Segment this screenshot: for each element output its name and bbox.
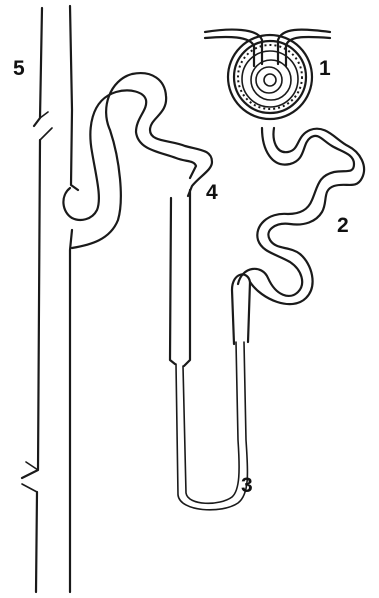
label-collecting-duct: 5 <box>13 58 25 79</box>
collecting-duct <box>22 6 78 592</box>
label-distal-tubule: 4 <box>206 182 218 203</box>
descending-limb-thick <box>232 274 250 344</box>
renal-corpuscle <box>205 30 330 119</box>
label-loop-of-henle: 3 <box>241 475 253 496</box>
label-proximal-tubule: 2 <box>337 215 349 236</box>
loop-of-henle <box>176 342 248 510</box>
label-glomerulus: 1 <box>319 58 331 79</box>
thick-ascending-limb <box>170 190 190 366</box>
